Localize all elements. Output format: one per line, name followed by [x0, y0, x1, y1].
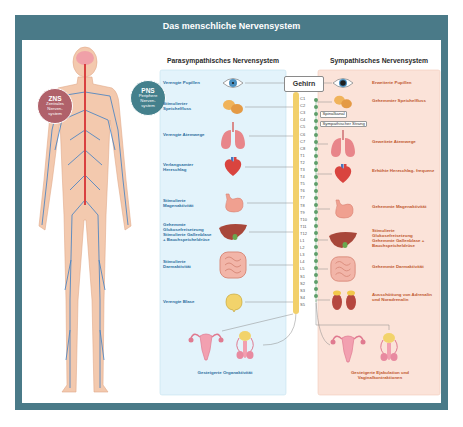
effect-label: Erweiterte Pupillen: [372, 80, 436, 85]
effect-label: Gehemmte Glukosefreisetzung Stimulierte …: [163, 222, 213, 242]
circle-shape: [38, 89, 73, 124]
vertebra-label: S1: [300, 275, 313, 280]
liver-icon: [329, 232, 357, 248]
effect-label: Verengte Pupillen: [163, 80, 213, 85]
effect-label: Verlangsamter Herzschlag: [163, 162, 213, 172]
vertebra-label: S4: [300, 296, 313, 301]
bladder-icon: [226, 294, 242, 312]
vertebra-label: T6: [300, 189, 313, 194]
system-circle: ZNSZentrales Nerven- system: [37, 88, 73, 124]
circle-shape: [131, 81, 166, 116]
uterus-icon: [331, 336, 366, 362]
lungs-icon: [331, 130, 355, 157]
vertebra-label: C6: [300, 133, 313, 138]
vertebra-label: S2: [300, 282, 313, 287]
eye-icon: [333, 79, 353, 88]
panel-heading: Parasympathisches Nervensystem: [167, 57, 279, 65]
effect-label: Erhöhte Herzschlag- frequenz: [372, 168, 436, 173]
effect-label: Ausschüttung von Adrenalin und Noradrena…: [372, 292, 436, 302]
effect-label: Verengte Blase: [163, 299, 213, 304]
vertebra-label: T2: [300, 161, 313, 166]
vertebra-label: C3: [300, 111, 313, 116]
spinal-cord: [293, 92, 299, 314]
intestine-icon: [220, 252, 246, 278]
effect-label: Gehemmte Darmaktivität: [372, 264, 436, 269]
effect-label: Gehemmte Magenaktivität: [372, 204, 436, 209]
panel-ground: [318, 70, 440, 395]
vertebra-label: C5: [300, 125, 313, 130]
vertebra-label: T3: [300, 168, 313, 173]
effect-label: Stimulierter Speichelfluss: [163, 101, 213, 111]
effect-label: Geweitete Atemwege: [372, 139, 436, 144]
vertebra-label: S3: [300, 289, 313, 294]
node-title: ZNS: [49, 95, 62, 102]
salivary-icon: [223, 100, 243, 114]
vertebra-label: T11: [300, 225, 313, 230]
stomach-icon: [226, 194, 243, 212]
vertebra-label: T7: [300, 196, 313, 201]
kidney-icon: [332, 291, 356, 311]
effect-label: Stimulierte Glukosefreisetzung Gehemmte …: [372, 228, 436, 248]
effect-label: Stimulierte Magenaktivität: [163, 198, 213, 208]
effect-label: Gesteigerte Organaktivität: [175, 370, 275, 375]
vertebra-label: T10: [300, 218, 313, 223]
eye-icon: [223, 79, 243, 88]
vertebra-label: T8: [300, 204, 313, 209]
vertebra-label: L4: [300, 260, 313, 265]
node-title: Gehirn: [293, 80, 316, 88]
male-organ-icon: [381, 333, 398, 361]
salivary-icon: [334, 96, 352, 108]
vertebra-label: T9: [300, 211, 313, 216]
sympathetic-ganglia: [314, 100, 318, 302]
vertebra-label: C8: [300, 147, 313, 152]
vertebra-label: C1: [300, 97, 313, 102]
vertebra-label: T5: [300, 182, 313, 187]
brain-box: Gehirn: [284, 76, 324, 92]
human-figure: [39, 47, 131, 392]
node-title: PNS: [141, 87, 154, 94]
frame: [15, 15, 448, 410]
panel-ground: [160, 70, 286, 395]
intestine-icon: [331, 257, 355, 281]
structure-label: Sympathischer Strang: [320, 121, 367, 128]
vertebra-label: L2: [300, 246, 313, 251]
vertebra-label: T1: [300, 154, 313, 159]
vertebra-label: T12: [300, 232, 313, 237]
vertebra-label: C7: [300, 140, 313, 145]
system-circle: PNSPeriphere Nerven- system: [130, 80, 166, 116]
vertebra-label: L1: [300, 239, 313, 244]
vertebra-label: S5: [300, 303, 313, 308]
heart-icon: [335, 164, 351, 183]
lungs-icon: [221, 122, 245, 149]
effect-label: Verengte Atemwege: [163, 132, 213, 137]
heart-icon: [225, 157, 241, 176]
vertebra-label: L5: [300, 267, 313, 272]
node-text: Zentrales Nerven- system: [41, 102, 69, 117]
vertebra-label: C4: [300, 118, 313, 123]
nerve-wire: [222, 83, 389, 345]
effect-label: Stimulierte Darmaktivität: [163, 259, 213, 269]
effect-label: Gehemmter Speichelfluss: [372, 98, 436, 103]
vertebra-label: L3: [300, 253, 313, 258]
uterus-icon: [189, 334, 224, 360]
vertebra-label: T4: [300, 175, 313, 180]
sympathetic-chain: [316, 100, 317, 302]
structure-label: Spinalkanal: [320, 111, 347, 118]
liver-icon: [219, 224, 247, 240]
effect-label: Gesteigerte Ejakulation und Vaginalkontr…: [330, 370, 430, 380]
male-organ-icon: [237, 331, 254, 359]
stomach-icon: [336, 200, 353, 218]
frame-ground: [22, 40, 441, 403]
panel-heading: Sympathisches Nervensystem: [330, 57, 428, 65]
vertebra-label: C2: [300, 104, 313, 109]
title-text: Das menschliche Nervensystem: [15, 21, 448, 31]
node-text: Periphere Nerven- system: [134, 94, 162, 109]
